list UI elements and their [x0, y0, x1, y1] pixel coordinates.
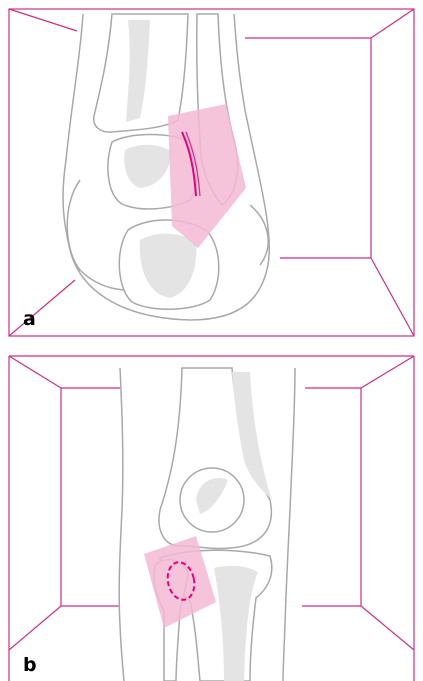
panel-label-a: a — [23, 310, 36, 329]
panel-a: a — [0, 0, 423, 343]
fracture-highlight-a — [168, 104, 246, 248]
knee-bones — [119, 368, 295, 681]
panel-label-b: b — [23, 656, 37, 675]
leg-outline-right — [283, 368, 295, 681]
panel-b: b — [0, 350, 423, 681]
panel-b-illustration — [0, 350, 423, 681]
heel-pad-right — [250, 205, 268, 265]
highlight-band — [168, 104, 246, 248]
leg-outline-left — [119, 368, 124, 681]
panel-a-illustration — [0, 0, 423, 343]
